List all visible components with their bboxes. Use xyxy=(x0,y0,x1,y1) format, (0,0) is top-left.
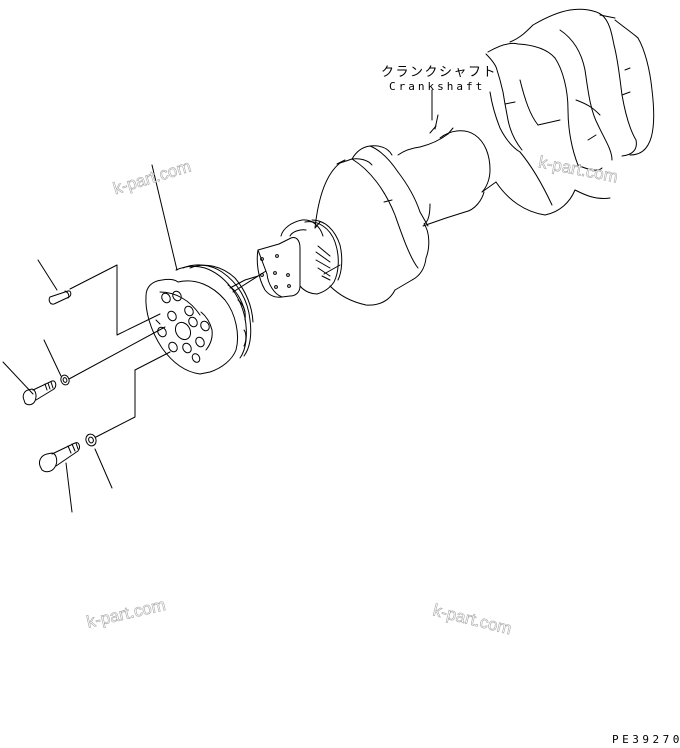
figure-number: PE39270 xyxy=(612,733,680,746)
large-washer-drawing xyxy=(85,433,97,447)
dowel-pin-drawing xyxy=(48,290,72,305)
crankshaft-label-japanese: クランクシャフト xyxy=(381,65,498,80)
small-bolt-drawing xyxy=(22,380,57,406)
large-bolt-drawing xyxy=(39,442,80,473)
pulley-damper-drawing xyxy=(145,264,267,375)
crankshaft-label-english: Crankshaft xyxy=(389,80,486,93)
crankshaft-drawing xyxy=(256,8,655,306)
leader-lines xyxy=(2,89,433,513)
